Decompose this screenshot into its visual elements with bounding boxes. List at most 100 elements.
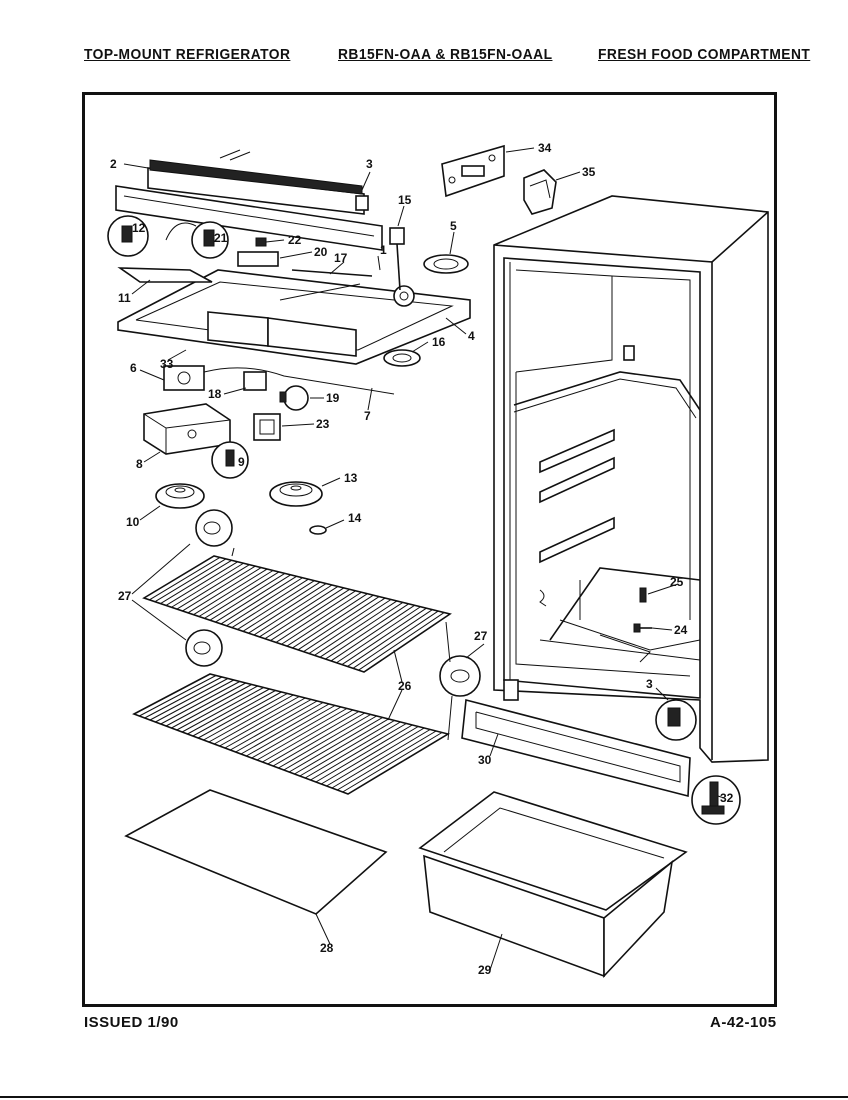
shelf-wire [352,610,439,669]
shelf-wire [272,712,365,767]
shelf-wire [160,559,232,604]
shelf-wire [278,714,371,769]
shelf-wire [326,727,425,787]
callout-27-right: 27 [474,629,488,643]
callout-3: 3 [366,157,373,171]
shelf-wire [275,590,356,643]
shelf-wire [308,599,392,654]
callout-22: 22 [288,233,302,247]
shelf-wire [292,594,374,649]
shelf-wire [270,588,350,641]
header-model-type: TOP-MOUNT REFRIGERATOR [84,46,291,63]
part-4-control-housing [117,269,471,365]
callout-29: 29 [478,963,492,977]
detail-12 [107,215,149,257]
callout-9: 9 [238,455,245,469]
part-24-screw [633,623,652,633]
callout-25: 25 [670,575,684,589]
callout-23: 23 [316,417,330,431]
detail-3-hinge [655,699,697,741]
callout-32: 32 [720,791,734,805]
detail-27-right [439,655,481,697]
callout-5: 5 [450,219,457,233]
shelf-wire [197,691,282,739]
shelf-wire [262,709,354,763]
shelf-wire [240,703,330,755]
shelf-wire [294,718,389,775]
part-35-hinge [523,169,557,215]
shelf-wire [246,705,336,757]
shelf-wire [267,711,359,765]
shelf-wire [204,571,280,619]
detail-27-top [195,509,233,547]
callout-19: 19 [326,391,340,405]
header-section: FRESH FOOD COMPARTMENT [598,46,811,63]
callout-7: 7 [364,409,371,423]
callout-17: 17 [334,251,348,265]
part-34-bracket [441,144,505,198]
callout-30: 30 [478,753,492,767]
cabinet [493,195,769,763]
callout-35: 35 [582,165,596,179]
shelf-wire [319,601,404,658]
shelf-wire [155,679,235,723]
shelf-wire [165,682,246,727]
shelf-wire [139,675,217,717]
part-28-glass-shelf [124,789,388,915]
shelf-wire [304,721,401,779]
callout-20: 20 [314,245,328,259]
callout-24: 24 [674,623,688,637]
shelf-wire [303,597,386,653]
shelf-wire [187,688,270,735]
shelf-wire [314,600,398,656]
shelf-wire [288,717,383,773]
shelf-wire [235,702,324,753]
shelf-wire [230,700,318,751]
shelf-wire [192,690,276,737]
drawing-code: A-42-105 [710,1014,777,1031]
shelf-wire [315,724,413,783]
issued-date: ISSUED 1/90 [84,1014,179,1031]
shelf-wire [214,696,300,745]
shelf-wire [176,685,258,731]
part-14-washer [309,525,327,535]
callout-34: 34 [538,141,552,155]
shelf-wire [297,596,380,651]
shelf-wire [219,697,306,747]
callout-28: 28 [320,941,334,955]
shelf-wire [171,684,252,729]
part-26-shelf-upper [142,555,452,673]
shelf-wire [251,706,342,759]
part-29-crisper-pan [418,791,688,979]
shelf-wire [209,572,286,621]
shelf-wire [237,580,315,630]
shelf-wire [226,577,303,627]
shelf-wire [283,715,377,771]
shelf-wire [231,578,309,629]
part-26-shelf-lower [132,673,451,795]
shelf-wire [182,565,256,612]
shelf-wire [331,729,431,789]
callout-15: 15 [398,193,412,207]
shelf-wire [193,568,268,616]
callout-1: 1 [380,243,387,257]
callout-2: 2 [110,157,117,171]
shelf-wire [358,612,445,671]
shelf-wire [144,676,223,719]
part-25-clip [639,587,647,603]
part-2-3-trim [115,149,383,251]
shelf-wire [198,570,274,617]
callout-13: 13 [344,471,358,485]
shelf-wire [224,699,312,749]
shelf-wire [310,723,407,781]
callout-33: 33 [160,357,174,371]
diagram-frame [82,92,777,1007]
shelf-wire [149,557,221,601]
part-20-plate [237,251,279,267]
shelf-wire [330,604,415,662]
shelf-wire [264,587,345,640]
detail-9 [211,441,249,479]
callout-14: 14 [348,511,362,525]
shelf-wire [337,730,437,791]
